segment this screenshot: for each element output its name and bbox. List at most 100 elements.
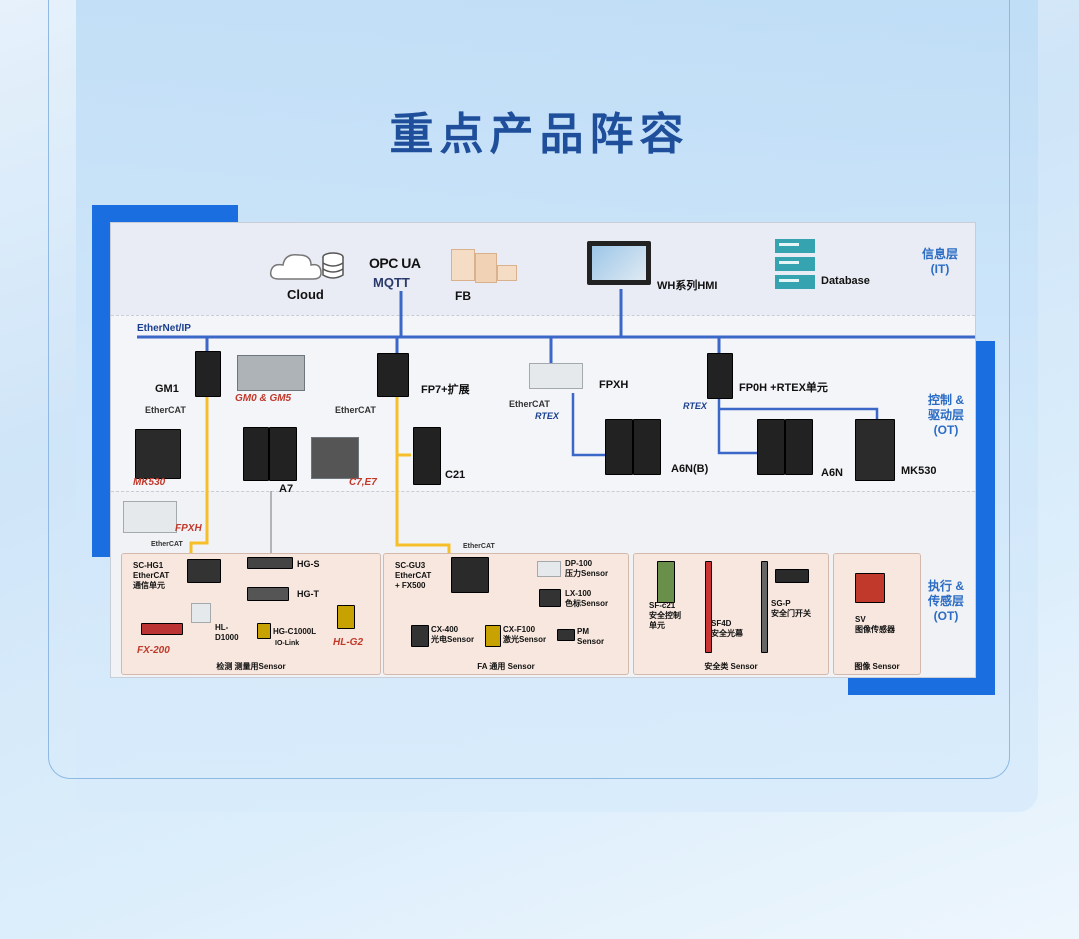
- layer-sen-line2: 传感层: [927, 594, 964, 608]
- outer-frame: [48, 0, 1010, 779]
- mk530-right-label: MK530: [901, 465, 937, 477]
- hl-d1000-line2: D1000: [215, 633, 239, 642]
- hl-g2-label: HL-G2: [333, 637, 363, 648]
- layer-label-control: 控制 & 驱动层 (OT): [911, 393, 975, 438]
- a7-label: A7: [279, 483, 294, 495]
- pm-line2: Sensor: [577, 637, 605, 646]
- sc-gu3-line1: SC-GU3: [395, 561, 426, 570]
- cx-f100-line2: 激光Sensor: [503, 635, 547, 644]
- hg-s-sensor: [247, 557, 293, 569]
- sf-c21-line3: 单元: [649, 621, 665, 630]
- c21-label: C21: [445, 469, 466, 481]
- database-label: Database: [821, 275, 870, 287]
- hg-t-sensor: [247, 587, 289, 601]
- fp7-label: FP7+扩展: [421, 384, 470, 396]
- sf4d-light-curtain: [705, 561, 712, 653]
- opc-ua-logo: OPC UA: [369, 255, 421, 271]
- sf-c21-label: SF-c21 安全控制 单元: [649, 601, 681, 631]
- fp7-device: [377, 353, 409, 397]
- a6nb-label: A6N(B): [671, 463, 709, 475]
- fp0h-servo-line-1: [717, 399, 759, 455]
- layer-label-sensor: 执行 & 传感层 (OT): [911, 579, 975, 624]
- fb-icon: [451, 249, 517, 285]
- fp0h-label: FP0H +RTEX单元: [739, 382, 828, 394]
- c7-e7-label: C7,E7: [349, 477, 377, 488]
- sg-p-device: [775, 569, 809, 583]
- a7-servo-1: [243, 427, 269, 481]
- hg-c1000l-label: HG-C1000L: [273, 627, 317, 636]
- sc-hg1-line3: 通信单元: [133, 581, 165, 590]
- fpxh-label: FPXH: [599, 379, 629, 391]
- hl-g2-device: [337, 605, 355, 629]
- cx-400-label: CX-400 光电Sensor: [431, 625, 474, 645]
- a6n-servo-1: [757, 419, 785, 475]
- cx-f100-device: [485, 625, 501, 647]
- cloud-icon: [269, 252, 344, 280]
- a6n-servo-2: [785, 419, 813, 475]
- ethercat-logo-gm1: EtherCAT: [145, 405, 186, 415]
- cx-400-line1: CX-400: [431, 625, 459, 634]
- dp-100-device: [537, 561, 561, 577]
- lx-100-line2: 色标Sensor: [565, 599, 609, 608]
- sv-camera: [855, 573, 885, 603]
- hg-s-label: HG-S: [297, 559, 320, 569]
- layer-ctl-line2: 驱动层: [927, 408, 964, 422]
- sc-gu3-device: [451, 557, 489, 593]
- fx-200-device: [141, 623, 183, 635]
- mk530-inverter-left: [135, 429, 181, 479]
- sc-hg1-device: [187, 559, 221, 583]
- sg-p-label: SG-P 安全门开关: [771, 599, 811, 619]
- page-title: 重点产品阵容: [389, 109, 690, 160]
- layer-it-line2: (IT): [930, 262, 950, 276]
- fpxh-small-device: [123, 501, 177, 533]
- io-link-logo: IO-Link: [275, 640, 300, 647]
- sc-gu3-line3: + FX500: [395, 581, 426, 590]
- fp0h-device: [707, 353, 733, 399]
- ethercat-logo-fpxh: EtherCAT: [509, 399, 550, 409]
- gm0-gm5-device: [237, 355, 305, 391]
- pm-device: [557, 629, 575, 641]
- sensor-box-image-caption: 图像 Sensor: [854, 662, 900, 671]
- hl-d1000-device: [191, 603, 211, 623]
- sensor-box-image: 图像 Sensor: [833, 553, 921, 675]
- gm1-device: [195, 351, 221, 397]
- connection-lines: [137, 289, 975, 573]
- layer-ctl-line3: (OT): [933, 423, 959, 437]
- gm0-gm5-label: GM0 & GM5: [235, 393, 292, 404]
- it-band: [111, 223, 975, 315]
- hg-t-label: HG-T: [297, 589, 319, 599]
- c7-e7-motor: [311, 437, 359, 479]
- gm1-label: GM1: [155, 383, 179, 395]
- fpxh-small-label: FPXH: [175, 523, 202, 534]
- cloud-label: Cloud: [287, 287, 324, 302]
- a6n-label: A6N: [821, 467, 844, 479]
- sv-label: SV 图像传感器: [855, 615, 895, 635]
- ethercat-logo-fp7: EtherCAT: [335, 405, 376, 415]
- ethercat-logo-fpxh-small: EtherCAT: [151, 541, 183, 548]
- sf4d-line1: SF4D: [711, 619, 732, 628]
- a7-servo-2: [269, 427, 297, 481]
- lx-100-device: [539, 589, 561, 607]
- sv-line2: 图像传感器: [855, 625, 895, 634]
- sf-c21-device: [657, 561, 675, 603]
- sf4d-line2: 安全光幕: [711, 629, 743, 638]
- ethercat-logo-scgu3: EtherCAT: [463, 543, 495, 550]
- sc-gu3-label: SC-GU3 EtherCAT + FX500: [395, 561, 431, 591]
- mk530-left-label: MK530: [133, 477, 166, 488]
- ethercat-gm1-line: [189, 395, 209, 557]
- architecture-diagram: 信息层 (IT) 控制 & 驱动层 (OT) 执行 & 传感层 (OT) Clo…: [110, 222, 976, 678]
- layer-ctl-line1: 控制 &: [927, 393, 964, 407]
- ethernet-ip-label: EtherNet/IP: [137, 323, 191, 334]
- sensor-box-fa: FA 通用 Sensor: [383, 553, 629, 675]
- hg-c1000l-device: [257, 623, 271, 639]
- layer-label-it: 信息层 (IT): [911, 247, 969, 277]
- sensor-box-safety-caption: 安全类 Sensor: [704, 662, 758, 671]
- mk530-inverter-right: [855, 419, 895, 481]
- cx-f100-label: CX-F100 激光Sensor: [503, 625, 546, 645]
- dp-100-line2: 压力Sensor: [565, 569, 609, 578]
- ethercat-fp7-line: [395, 395, 451, 557]
- hmi-device: [587, 241, 651, 285]
- sf-c21-line2: 安全控制: [649, 611, 681, 620]
- sv-line1: SV: [855, 615, 866, 624]
- hl-d1000-label: HL- D1000: [215, 623, 239, 643]
